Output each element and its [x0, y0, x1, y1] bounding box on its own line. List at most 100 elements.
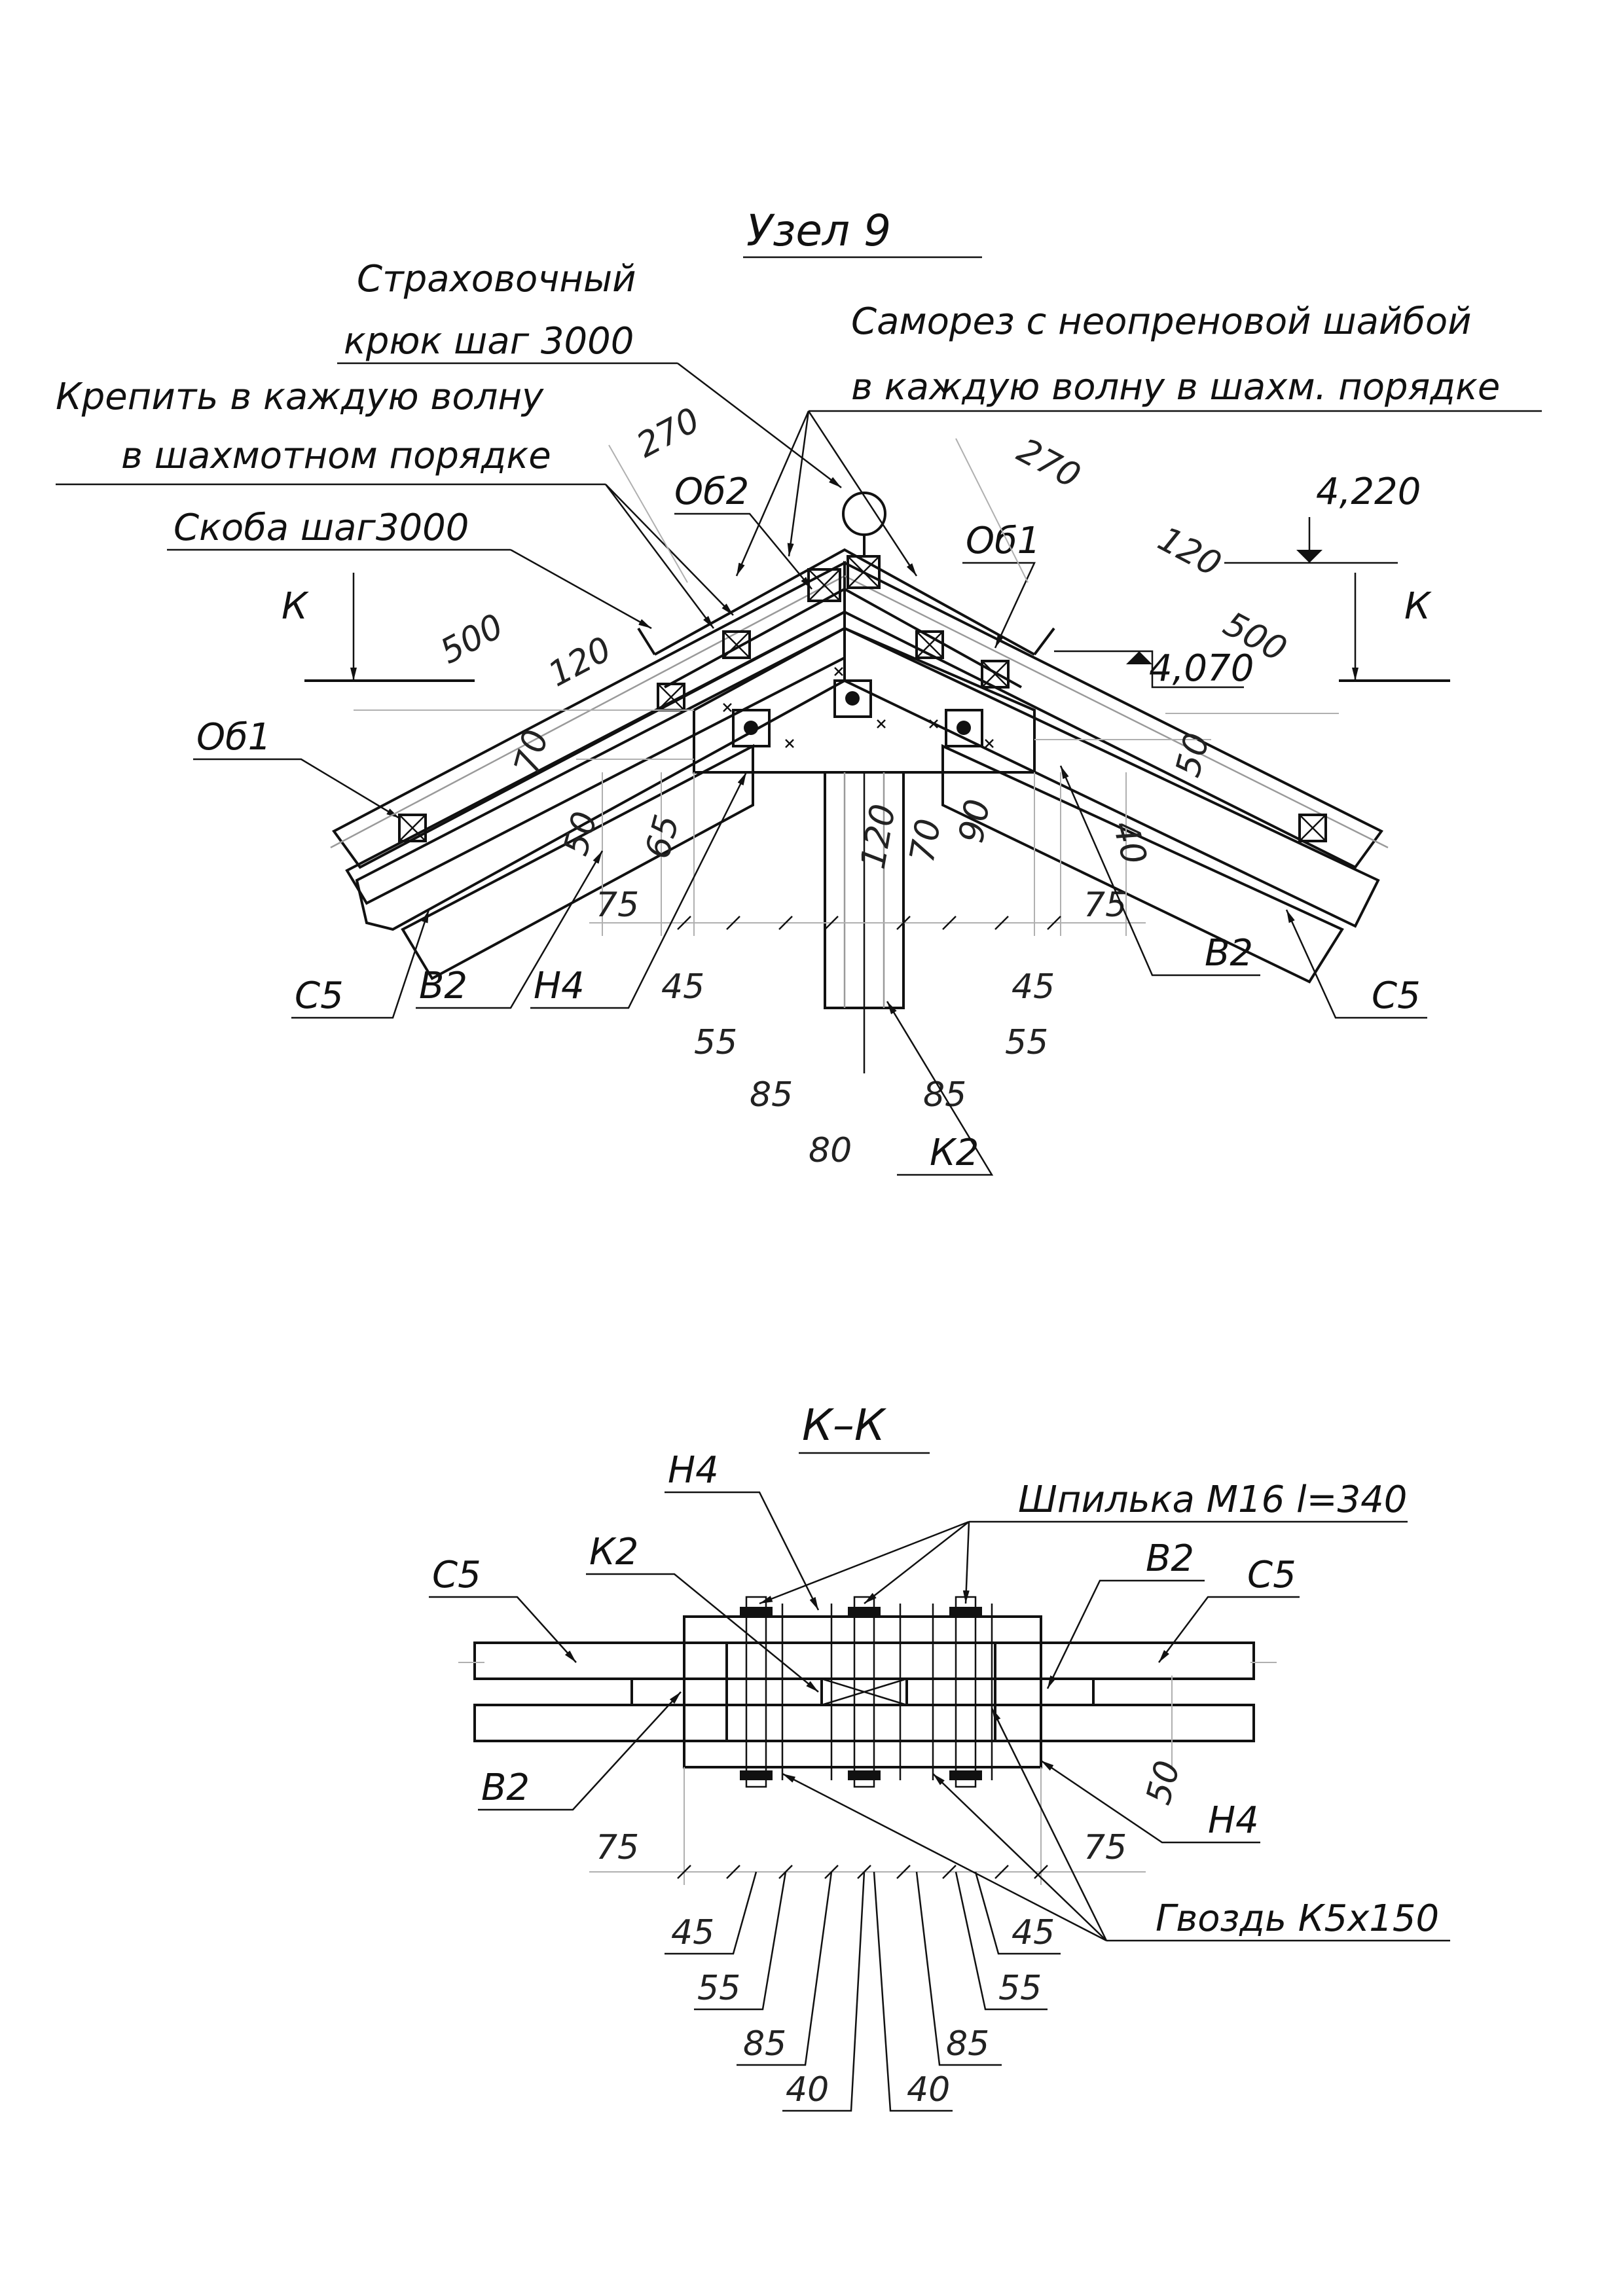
- node-title: Узел 9: [746, 206, 891, 256]
- section-dim-75-right: 75: [1084, 1828, 1127, 1867]
- bolt-2: [845, 691, 860, 706]
- dim-75-left: 75: [596, 886, 639, 925]
- nut-2-bottom: [848, 1770, 881, 1780]
- lattice-x-3: [722, 630, 751, 659]
- nut-1-bottom: [740, 1770, 773, 1780]
- dim-85-left: 85: [750, 1075, 793, 1115]
- level-top-marker: [1296, 550, 1322, 563]
- nut-3-top: [949, 1607, 982, 1617]
- section-k2-leader: [586, 1573, 819, 1693]
- bolt-3: [957, 721, 971, 735]
- fix-label-line2: в шахмотном порядке: [121, 435, 551, 477]
- right-strut-c5: [941, 744, 1344, 984]
- dim-45-left: 45: [661, 967, 704, 1007]
- bracket-left: [637, 627, 656, 656]
- dim-75-right: 75: [1084, 886, 1127, 925]
- dim-55-left: 55: [694, 1023, 737, 1062]
- bolt-square-2: [833, 679, 872, 718]
- bracket-leader: [510, 548, 652, 630]
- h4-leader: [530, 772, 748, 1009]
- hook-label-line1: Страховочный: [357, 258, 636, 300]
- section-dim-85-right: 85: [946, 2024, 989, 2064]
- section-k-right: К: [1404, 585, 1432, 628]
- stud-leader-1: [759, 1520, 970, 1605]
- screw-label-line1: Саморез с неопреновой шайбой: [851, 300, 1472, 343]
- nail-leader-3: [991, 1708, 1108, 1941]
- nut-2-top: [848, 1607, 881, 1617]
- gusset-plate-h4: [693, 626, 1036, 774]
- lattice-x-8: [1298, 814, 1327, 842]
- level-mid-line: [1054, 650, 1244, 689]
- bolt-square-3: [945, 709, 983, 747]
- right-rafter-b2: [843, 626, 1380, 928]
- dim-50-right: 50: [1169, 729, 1218, 781]
- lattice-x-2: [807, 568, 841, 602]
- ob2-label: Об2: [674, 471, 749, 513]
- section-b2-top-label: В2: [1146, 1537, 1194, 1580]
- stud-label: Шпилька М16 l=340: [1018, 1479, 1407, 1521]
- section-b2-left-leader: [478, 1691, 682, 1811]
- section-extension-lines: [458, 1662, 1277, 1885]
- left-strut-c5: [401, 744, 754, 980]
- dim-270-left: 270: [630, 401, 706, 466]
- section-k2: [820, 1677, 908, 1706]
- section-dim-40-left: 40: [786, 2070, 829, 2109]
- screw-leader-1: [735, 410, 810, 577]
- section-h4-top-leader: [665, 1491, 820, 1611]
- section-dim-55-right: 55: [998, 1969, 1042, 2008]
- bracket-label: Скоба шаг3000: [173, 507, 469, 549]
- dim-45-right: 45: [1012, 967, 1055, 1007]
- ob2-leader: [674, 512, 812, 590]
- dim-80: 80: [809, 1131, 852, 1170]
- right-sheet-hidden: [844, 575, 1389, 849]
- ob1-right-leader: [962, 562, 1036, 649]
- section-c5-left-label: С5: [432, 1554, 481, 1596]
- hook-label-line2: крюк шаг 3000: [344, 320, 634, 363]
- screw-label-line2: в каждую волну в шахм. порядке: [851, 366, 1500, 408]
- dim-85-right: 85: [923, 1075, 966, 1115]
- k2-leader: [886, 1001, 994, 1176]
- dim-90: 90: [952, 797, 998, 846]
- lattice-x-5: [915, 630, 944, 659]
- lattice-crosses: [398, 555, 1327, 842]
- c5-left-leader: [291, 909, 430, 1019]
- section-kk-view: К–К: [429, 1400, 1450, 2112]
- c5-right-label: С5: [1372, 975, 1421, 1017]
- section-dim-45-right: 45: [1012, 1913, 1055, 1952]
- section-h4-bottom-leader: [1040, 1759, 1260, 1844]
- section-dim-40-right: 40: [907, 2070, 950, 2109]
- b2-right-leader: [1059, 765, 1260, 977]
- section-k2-label: К2: [589, 1531, 638, 1573]
- right-sheathing-ob1: [843, 560, 1384, 869]
- stud-3: [955, 1596, 977, 1788]
- nut-3-bottom: [949, 1770, 982, 1780]
- lattice-x-6: [981, 660, 1010, 689]
- section-title: К–К: [802, 1400, 887, 1450]
- section-b2-top-leader: [1046, 1579, 1205, 1689]
- section-nails: [781, 1604, 993, 1780]
- k2-label: К2: [930, 1132, 979, 1174]
- nut-1-top: [740, 1607, 773, 1617]
- section-c5-right-label: С5: [1247, 1554, 1296, 1596]
- dim-500-left: 500: [434, 607, 510, 672]
- ob1-right-label: Об1: [966, 520, 1040, 562]
- dim-120-right: 120: [1152, 520, 1228, 585]
- ob1-left-label: Об1: [196, 716, 271, 759]
- nail-label: Гвоздь К5х150: [1156, 1897, 1439, 1940]
- dim-55-right: 55: [1005, 1023, 1048, 1062]
- stud-1: [745, 1596, 767, 1788]
- left-rafter-b2: [355, 626, 846, 931]
- section-dim-shelves: [665, 1871, 1061, 2112]
- section-h4-top-label: Н4: [668, 1449, 719, 1492]
- section-c5-right-leader: [1158, 1596, 1300, 1663]
- safety-hook-ring: [842, 492, 886, 536]
- screw-leader-2: [787, 410, 810, 557]
- ob1-left-leader: [193, 758, 400, 819]
- section-c5-left-leader: [429, 1596, 577, 1663]
- nail-marks: [723, 667, 994, 748]
- bracket-right: [1033, 627, 1055, 656]
- fix-leader-1: [605, 484, 714, 629]
- ridge-flashing-top: [654, 548, 1035, 656]
- dim-120-vertical: 120: [854, 801, 903, 872]
